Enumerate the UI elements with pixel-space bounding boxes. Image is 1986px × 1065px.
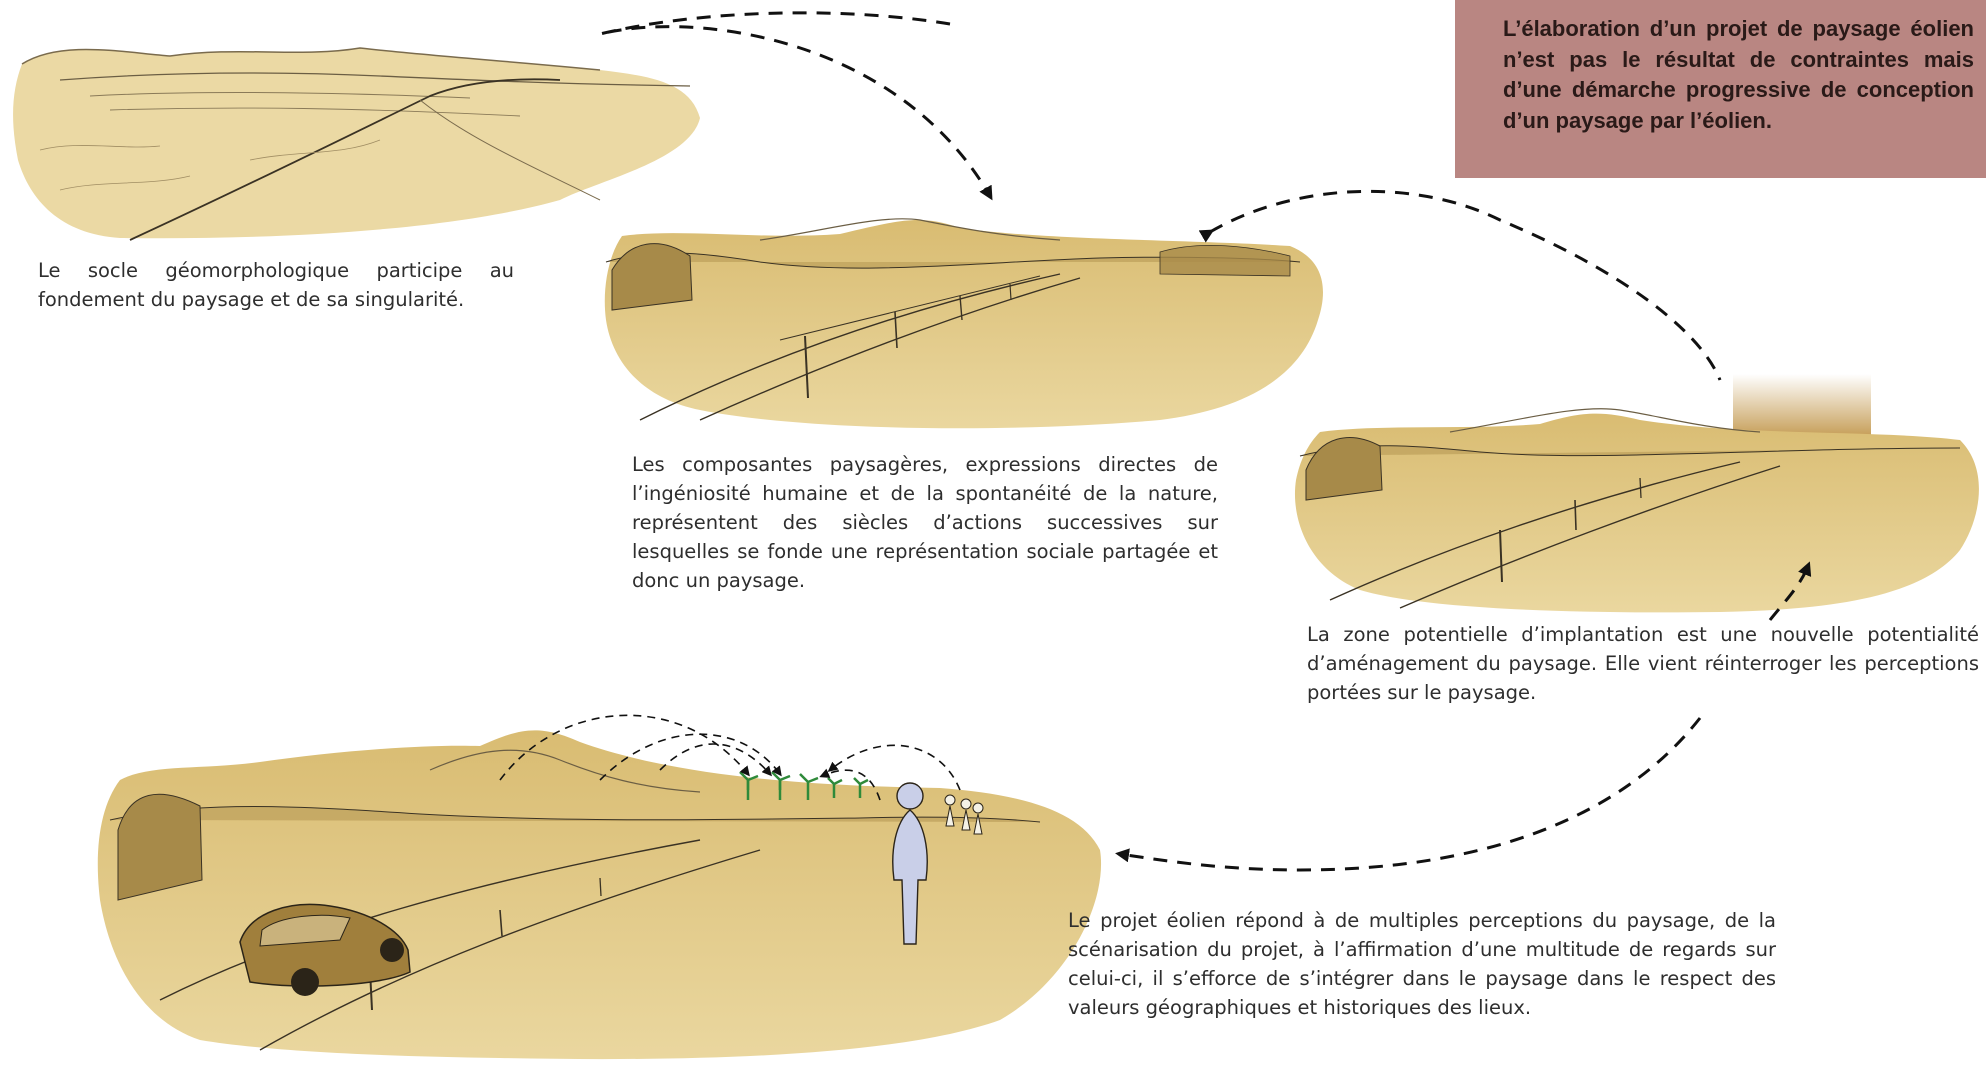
caption-step-2: Les composantes paysagères, expressions … <box>632 453 1218 592</box>
landscape-panel-4-wind-project <box>97 730 1102 1060</box>
flow-arrows <box>599 11 1812 872</box>
perception-arrows <box>499 714 961 801</box>
person-figure <box>892 782 928 945</box>
landscape-panel-3-implantation-zone <box>1294 374 1979 613</box>
landscape-panel-2-components <box>604 218 1323 429</box>
arrow-step3-to-step4 <box>1115 717 1702 872</box>
arrow-step1-to-step2 <box>599 11 993 201</box>
caption-step-4: Le projet éolien répond à de multiples p… <box>1068 909 1776 1019</box>
caption-step-3: La zone potentielle d’implantation est u… <box>1307 623 1979 704</box>
car-drawing <box>239 903 411 996</box>
arrow-step3-up <box>1768 561 1812 621</box>
arrow-step2-to-step3 <box>1198 189 1722 381</box>
caption-step-1: Le socle géomorphologique participe au f… <box>38 259 514 311</box>
landscape-panel-1-geomorphology <box>13 47 700 241</box>
distant-people <box>944 794 984 835</box>
intro-callout-box: L’élaboration d’un projet de paysage éol… <box>1455 0 1986 178</box>
intro-callout-text: L’élaboration d’un projet de paysage éol… <box>1503 16 1974 133</box>
